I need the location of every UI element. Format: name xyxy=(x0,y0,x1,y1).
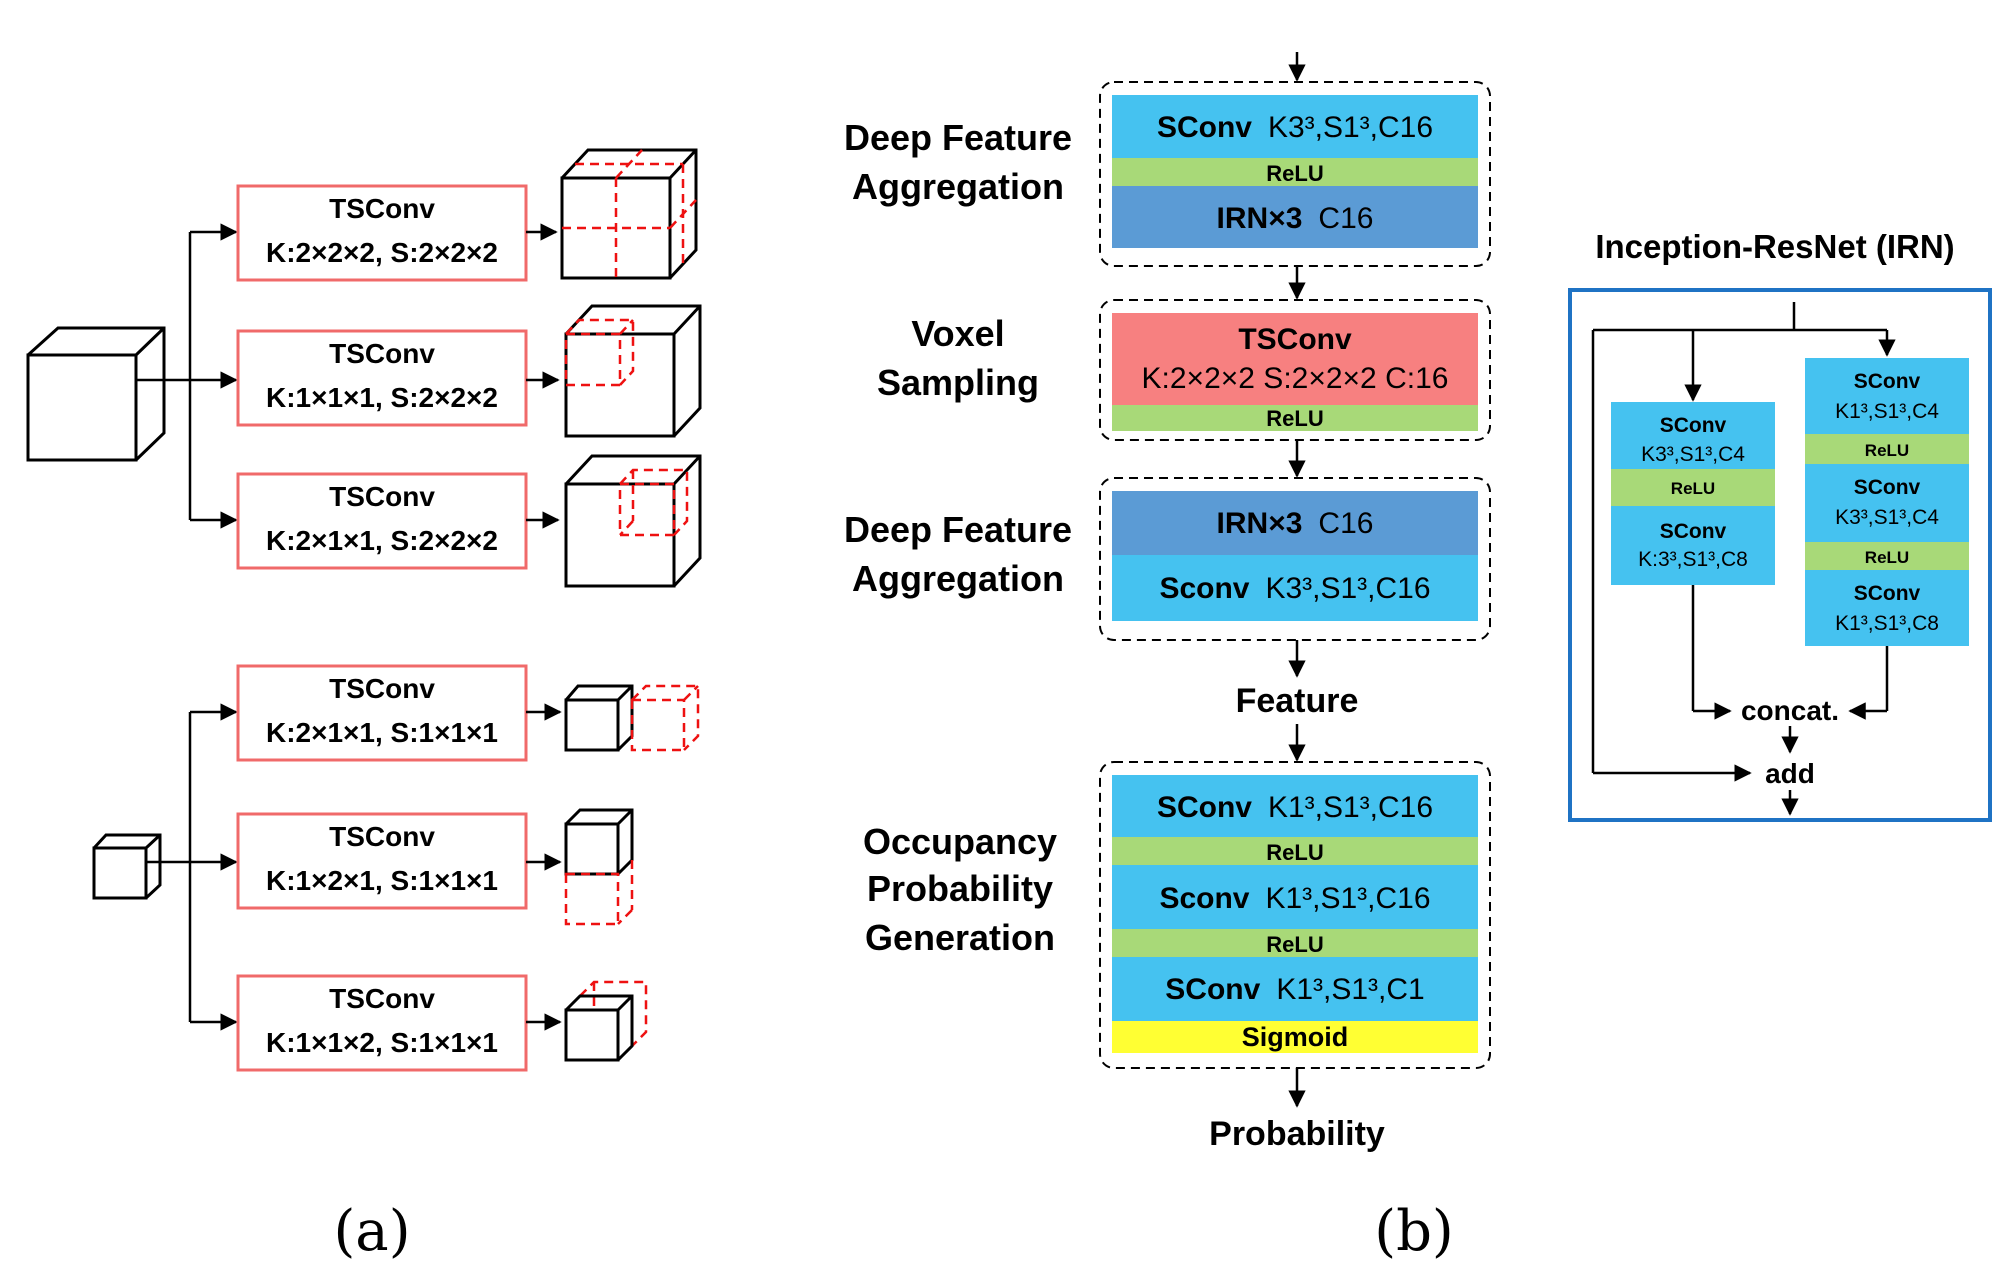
irn-title: Inception-ResNet (IRN) xyxy=(1595,228,1954,265)
irn-layer-title: SConv xyxy=(1854,476,1921,499)
tsconv-box-2: TSConv K:1×1×1, S:2×2×2 xyxy=(236,329,528,427)
irn-layer-title: SConv xyxy=(1660,414,1727,437)
irn-layer-title: SConv xyxy=(1854,582,1921,605)
irn-layer-title: SConv xyxy=(1854,370,1921,393)
irn-connectors xyxy=(1591,302,1896,816)
feature-label: Feature xyxy=(1236,682,1359,720)
layer-sigmoid: Sigmoid xyxy=(1242,1022,1349,1052)
output-cube-6 xyxy=(564,980,648,1062)
caption-a: (a) xyxy=(333,1199,410,1264)
caption-b: (b) xyxy=(1374,1199,1454,1264)
irn-layer-relu: ReLU xyxy=(1865,441,1909,460)
irn-block: Inception-ResNet (IRN) SConv K3³,S1³,C4 … xyxy=(1568,228,1992,822)
irn-right-branch: SConv K1³,S1³,C4 ReLU SConv K3³,S1³,C4 R… xyxy=(1805,358,1969,646)
irn-layer-relu: ReLU xyxy=(1671,479,1715,498)
output-arrows xyxy=(526,223,562,1031)
tsconv-title: TSConv xyxy=(329,983,435,1014)
tsconv-title: TSConv xyxy=(329,481,435,512)
irn-layer-relu: ReLU xyxy=(1865,548,1909,567)
panel-a: TSConv K:2×2×2, S:2×2×2 TSConv K:1×1×1, … xyxy=(26,148,702,1264)
layer-relu: ReLU xyxy=(1266,840,1323,865)
output-cube-1 xyxy=(560,148,698,280)
tsconv-title: TSConv xyxy=(329,338,435,369)
irn-layer-params: K:3³,S1³,C8 xyxy=(1638,548,1748,571)
probability-label: Probability xyxy=(1209,1115,1385,1153)
irn-layer-params: K3³,S1³,C4 xyxy=(1641,443,1745,466)
concat-label: concat. xyxy=(1741,695,1839,726)
connectors-bottom xyxy=(146,703,238,1031)
output-cube-3 xyxy=(564,454,702,588)
tsconv-box-5: TSConv K:1×2×1, S:1×1×1 xyxy=(236,812,528,910)
input-cube-small xyxy=(92,833,162,900)
tsconv-title: TSConv xyxy=(329,193,435,224)
tsconv-title: TSConv xyxy=(329,821,435,852)
tsconv-params: K:2×2×2, S:2×2×2 xyxy=(266,237,498,268)
tsconv-box-1: TSConv K:2×2×2, S:2×2×2 xyxy=(236,184,528,282)
layer-tsconv-params: K:2×2×2 S:2×2×2 C:16 xyxy=(1142,362,1449,395)
layer-relu: ReLU xyxy=(1266,932,1323,957)
tsconv-title: TSConv xyxy=(329,673,435,704)
tsconv-box-6: TSConv K:1×1×2, S:1×1×1 xyxy=(236,974,528,1072)
irn-left-branch: SConv K3³,S1³,C4 ReLU SConv K:3³,S1³,C8 xyxy=(1611,402,1775,585)
output-cube-4 xyxy=(564,684,700,752)
layer-relu: ReLU xyxy=(1266,161,1323,186)
layer-relu: ReLU xyxy=(1266,406,1323,431)
input-cube-large xyxy=(26,326,166,462)
irn-layer-params: K1³,S1³,C8 xyxy=(1835,612,1939,635)
connectors-top xyxy=(136,223,238,529)
tsconv-box-4: TSConv K:2×1×1, S:1×1×1 xyxy=(236,664,528,762)
output-cube-5 xyxy=(564,808,634,926)
irn-layer-title: SConv xyxy=(1660,520,1727,543)
output-cube-2 xyxy=(564,304,702,438)
tsconv-params: K:1×1×2, S:1×1×1 xyxy=(266,1027,498,1058)
add-label: add xyxy=(1765,758,1815,789)
irn-layer-params: K3³,S1³,C4 xyxy=(1835,506,1939,529)
tsconv-params: K:2×1×1, S:1×1×1 xyxy=(266,717,498,748)
tsconv-params: K:1×2×1, S:1×1×1 xyxy=(266,865,498,896)
layer-tsconv-title: TSConv xyxy=(1238,323,1352,356)
irn-layer-params: K1³,S1³,C4 xyxy=(1835,400,1939,423)
tsconv-box-3: TSConv K:2×1×1, S:2×2×2 xyxy=(236,472,528,570)
tsconv-params: K:1×1×1, S:2×2×2 xyxy=(266,382,498,413)
tsconv-params: K:2×1×1, S:2×2×2 xyxy=(266,525,498,556)
